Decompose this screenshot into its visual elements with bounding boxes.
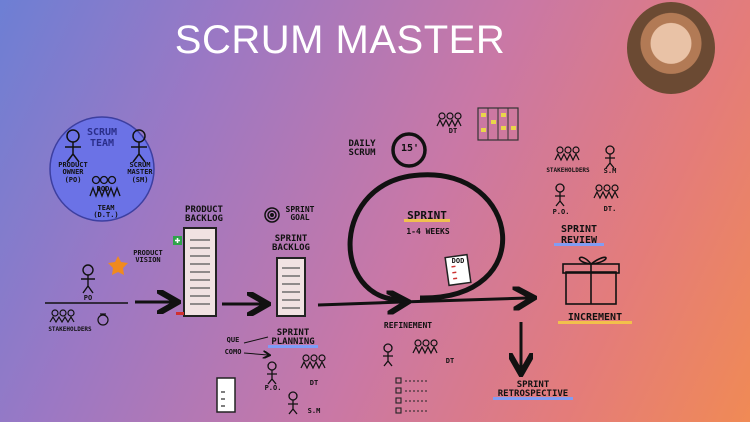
po-label: PO <box>83 294 93 302</box>
planning-po-figure <box>267 361 277 385</box>
sprint-loop <box>347 172 506 303</box>
refinement-checklist <box>395 377 427 414</box>
review-sm-figure <box>605 145 615 169</box>
team-label: TEAM (D.T.) <box>93 204 119 220</box>
product-backlog-stack <box>173 227 217 317</box>
target-icon <box>264 207 280 223</box>
product-owner-label: PRODUCT OWNER (PO) <box>58 161 88 184</box>
planning-sm-label: S.M <box>307 407 321 415</box>
review-sm-label: S.M <box>603 167 617 175</box>
planning-dod-checklist <box>216 377 236 413</box>
sprint-review-label: SPRINT REVIEW <box>554 224 604 246</box>
po-figure <box>81 264 95 294</box>
sprint-planning-label: SPRINT PLANNING <box>268 328 318 348</box>
daily-dt-figures <box>436 112 462 128</box>
kanban-board-icon <box>477 107 519 141</box>
increment-gift-icon <box>562 256 620 305</box>
scrum-team-title: SCRUM TEAM <box>86 127 118 149</box>
vision-star-icon <box>108 256 128 275</box>
como-label: COMO <box>224 348 242 356</box>
daily-scrum-label: DAILY SCRUM <box>348 139 376 159</box>
sprint-label: SPRINT <box>404 210 450 222</box>
sprint-goal-label: SPRINT GOAL <box>285 205 315 223</box>
review-po-label: P.O. <box>552 208 570 216</box>
review-stakeholders-label: STAKEHOLDERS <box>546 167 590 174</box>
sprint-dod-checklist <box>444 253 472 287</box>
review-dt-figures <box>593 184 619 200</box>
planning-sm-figure <box>288 391 298 415</box>
review-stakeholder-figures <box>554 146 580 162</box>
planning-dt-figures <box>300 354 326 370</box>
sm-team-figure <box>131 129 147 163</box>
daily-dt-label: DT <box>448 127 458 135</box>
sprint-retrospective-label: SPRINT RETROSPECTIVE <box>493 380 573 400</box>
review-dt-label: DT. <box>603 205 617 213</box>
increment-label: INCREMENT <box>558 312 632 324</box>
daily-scrum-clock <box>391 132 427 168</box>
planning-dt-label: DT <box>309 379 319 387</box>
arrow-to-review <box>401 298 528 302</box>
stakeholder-figures <box>49 309 109 326</box>
presenter-photo <box>627 2 715 94</box>
refinement-dt-figures <box>412 339 438 355</box>
team-dod-label: DOD <box>96 185 110 193</box>
daily-duration-label: 15' <box>400 143 420 154</box>
planning-arrows <box>243 336 268 355</box>
planning-po-label: P.O. <box>264 384 282 392</box>
refinement-dt-label: DT <box>445 357 455 365</box>
refinement-label: REFINEMENT <box>383 321 433 330</box>
arrow-to-sprint <box>317 302 402 305</box>
stakeholders-label: STAKEHOLDERS <box>48 326 92 333</box>
sprint-backlog-label: SPRINT BACKLOG <box>272 234 310 254</box>
product-vision-label: PRODUCT VISION <box>133 249 163 265</box>
refinement-po-figure <box>383 343 393 367</box>
po-team-figure <box>65 129 81 163</box>
product-backlog-label: PRODUCT BACKLOG <box>185 205 223 225</box>
sprint-dod-label: DOD <box>451 257 465 265</box>
scrum-team-circle <box>49 116 155 222</box>
team-figures <box>89 175 121 198</box>
sprint-duration-label: 1-4 WEEKS <box>406 227 450 236</box>
review-po-figure <box>555 183 565 207</box>
scrum-master-label: SCRUM MASTER (SM) <box>127 161 153 184</box>
page-title: SCRUM MASTER <box>174 18 506 62</box>
sprint-backlog-stack <box>276 257 306 317</box>
que-label: QUE <box>226 336 240 344</box>
